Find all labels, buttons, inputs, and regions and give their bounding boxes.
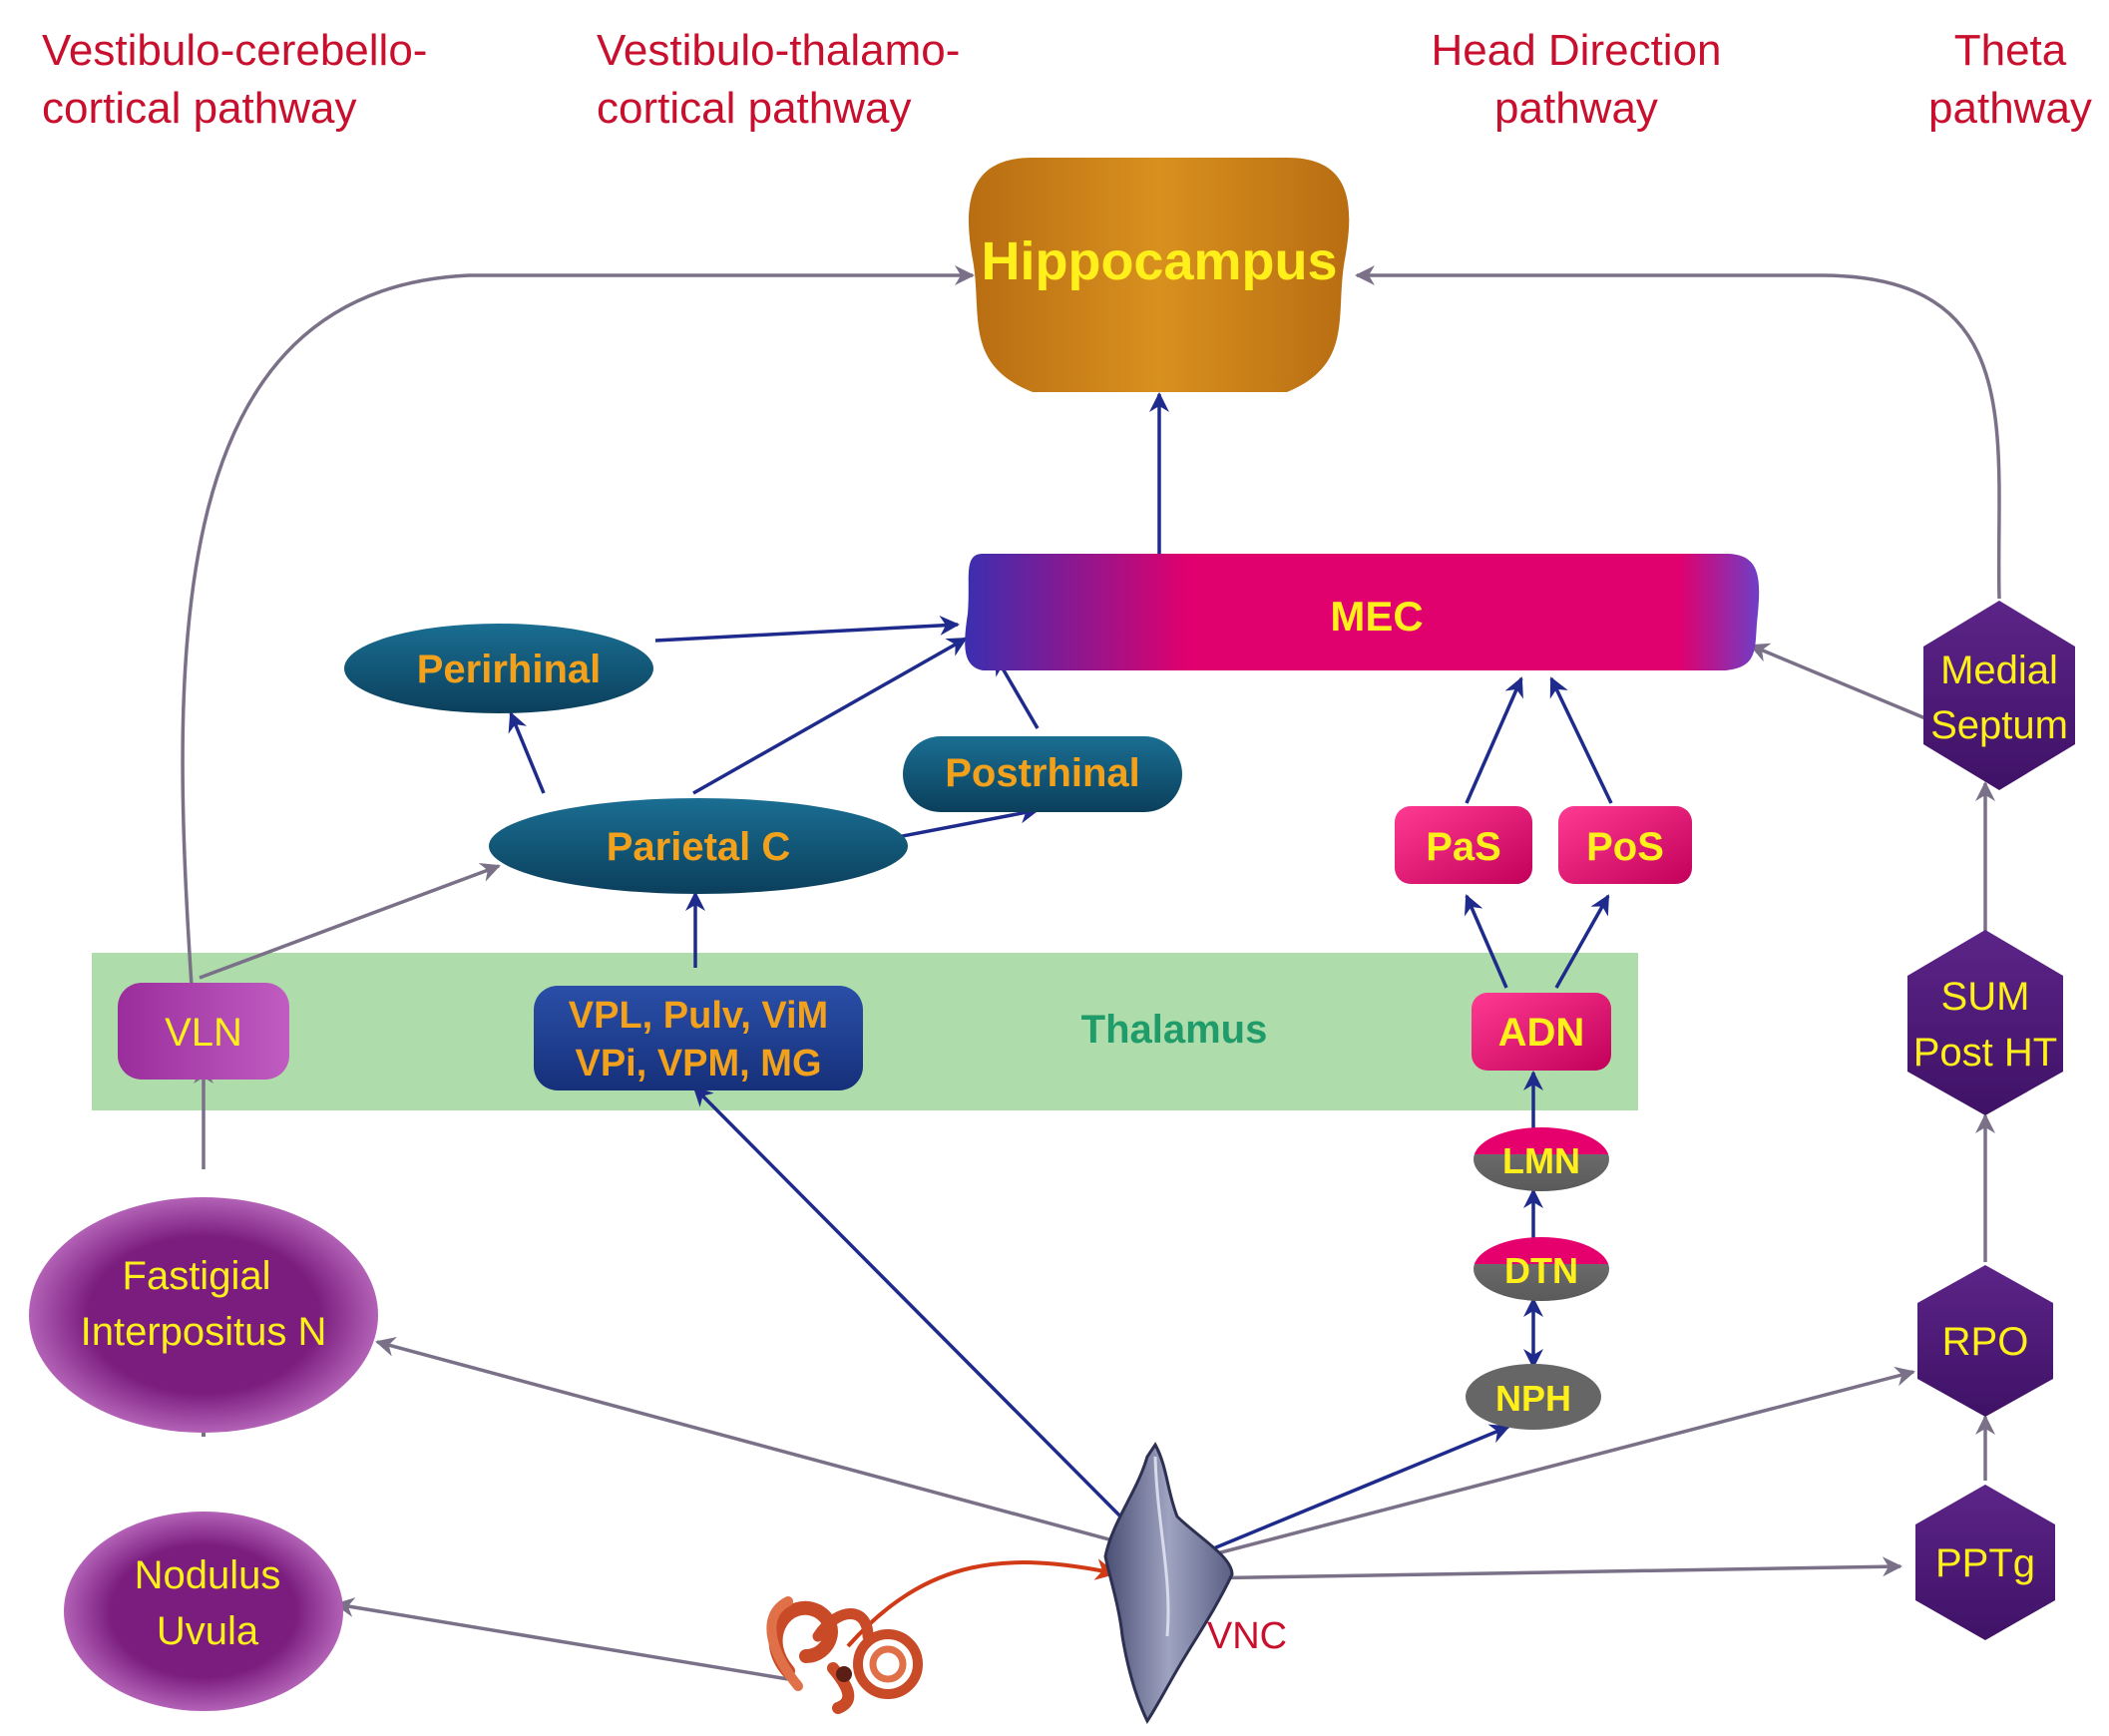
node-pos[interactable]: PoS — [1558, 806, 1692, 884]
fastigial-label-line2: Interpositus N — [81, 1310, 327, 1354]
nodulus-label-line2: Uvula — [157, 1609, 259, 1653]
arrow-adn-pos — [1554, 894, 1610, 989]
pathway-title-theta: Theta pathway — [1915, 22, 2105, 138]
arrow-vnc-fastigial — [375, 1337, 1173, 1558]
pptg-label: PPTg — [1935, 1541, 2035, 1585]
arrow-perirhinal-mec — [654, 615, 960, 643]
pathway-title-line: pathway — [1928, 84, 2092, 133]
sum-label-line2: Post HT — [1913, 1031, 2057, 1075]
pathway-title-line: cortical pathway — [42, 84, 357, 133]
node-rpo[interactable]: RPO — [1917, 1265, 2053, 1417]
mec-label: MEC — [1330, 593, 1423, 640]
node-vpl-group[interactable]: VPL, Pulv, ViM VPi, VPM, MG — [534, 986, 863, 1090]
vln-label: VLN — [165, 1011, 242, 1055]
node-vnc[interactable]: VNC — [1103, 1442, 1287, 1725]
dtn-label: DTN — [1504, 1250, 1578, 1291]
arrow-vnc-pptg — [1196, 1556, 1902, 1580]
sum-label-line1: SUM — [1941, 975, 2030, 1019]
adn-label: ADN — [1498, 1011, 1585, 1055]
arrow-pas-mec — [1465, 676, 1523, 804]
vnc-ridge — [1153, 1456, 1170, 1637]
rpo-label: RPO — [1942, 1320, 2029, 1364]
pathway-title-thalamo: Vestibulo-thalamo- cortical pathway — [597, 22, 960, 138]
node-pptg[interactable]: PPTg — [1915, 1485, 2055, 1640]
arrow-vnc-rpo — [1166, 1366, 1915, 1568]
pathway-title-line: Vestibulo-cerebello- — [42, 26, 428, 75]
arrow-septum-hippocampus — [1355, 265, 2001, 600]
vpl-label-line2: VPi, VPM, MG — [575, 1043, 821, 1085]
medial-septum-label-line1: Medial — [1940, 649, 2058, 692]
arrow-vnc-vpl — [692, 1085, 1157, 1553]
pathway-title-line: Vestibulo-thalamo- — [597, 26, 961, 75]
arrow-vln-parietal — [199, 862, 501, 980]
vnc-shape — [1103, 1442, 1234, 1725]
node-hippocampus[interactable]: Hippocampus — [969, 158, 1350, 392]
pathway-title-line: pathway — [1494, 84, 1658, 133]
parietal-label: Parietal C — [607, 825, 791, 869]
pathway-title-line: Theta — [1953, 26, 2067, 75]
nodulus-label-line1: Nodulus — [135, 1553, 281, 1597]
pathway-title-line: cortical pathway — [597, 84, 912, 133]
arrow-vln-hippocampus — [181, 265, 975, 987]
medial-septum-label-line2: Septum — [1930, 703, 2068, 747]
node-vln[interactable]: VLN — [118, 983, 289, 1080]
thalamus-band — [92, 953, 1638, 1110]
node-nodulus[interactable]: Nodulus Uvula — [64, 1512, 343, 1711]
arrow-adn-pas — [1465, 894, 1508, 989]
arrow-ear-nodulus — [334, 1597, 789, 1681]
node-dtn[interactable]: DTN — [1474, 1237, 1609, 1301]
node-sum[interactable]: SUM Post HT — [1907, 930, 2063, 1115]
arrow-vnc-nph — [1181, 1424, 1510, 1563]
node-fastigial[interactable]: Fastigial Interpositus N — [29, 1197, 378, 1433]
node-lmn[interactable]: LMN — [1474, 1127, 1609, 1191]
nph-label: NPH — [1495, 1378, 1571, 1419]
node-postrhinal[interactable]: Postrhinal — [903, 736, 1182, 812]
pathway-title-head-direction: Head Direction pathway — [1417, 22, 1736, 138]
inner-ear-icon — [766, 1596, 923, 1714]
connections — [181, 265, 2001, 1681]
thalamus-label: Thalamus — [1081, 1008, 1268, 1052]
node-adn[interactable]: ADN — [1472, 993, 1611, 1071]
pathway-title-cerebello: Vestibulo-cerebello- cortical pathway — [42, 22, 427, 138]
arrow-parietal-mec — [692, 637, 968, 795]
fastigial-label-line1: Fastigial — [123, 1254, 271, 1298]
perirhinal-label: Perirhinal — [417, 648, 602, 691]
vpl-label-line1: VPL, Pulv, ViM — [569, 995, 828, 1037]
node-pas[interactable]: PaS — [1395, 806, 1532, 884]
pas-label: PaS — [1426, 825, 1501, 869]
node-parietal[interactable]: Parietal C — [489, 798, 908, 894]
arrow-pos-mec — [1549, 676, 1613, 804]
postrhinal-label: Postrhinal — [945, 751, 1140, 795]
arrow-ear-vnc — [846, 1558, 1118, 1648]
pos-label: PoS — [1586, 825, 1664, 869]
arrow-septum-mec — [1749, 643, 1926, 720]
node-mec[interactable]: MEC — [965, 554, 1760, 670]
node-nph[interactable]: NPH — [1466, 1364, 1601, 1430]
vnc-label: VNC — [1207, 1615, 1287, 1657]
node-medial-septum[interactable]: Medial Septum — [1923, 601, 2075, 790]
hippocampus-label: Hippocampus — [981, 231, 1337, 291]
arrow-parietal-perirhinal — [508, 711, 546, 794]
pathway-title-line: Head Direction — [1431, 26, 1722, 75]
node-perirhinal[interactable]: Perirhinal — [344, 624, 653, 713]
lmn-label: LMN — [1502, 1140, 1580, 1181]
